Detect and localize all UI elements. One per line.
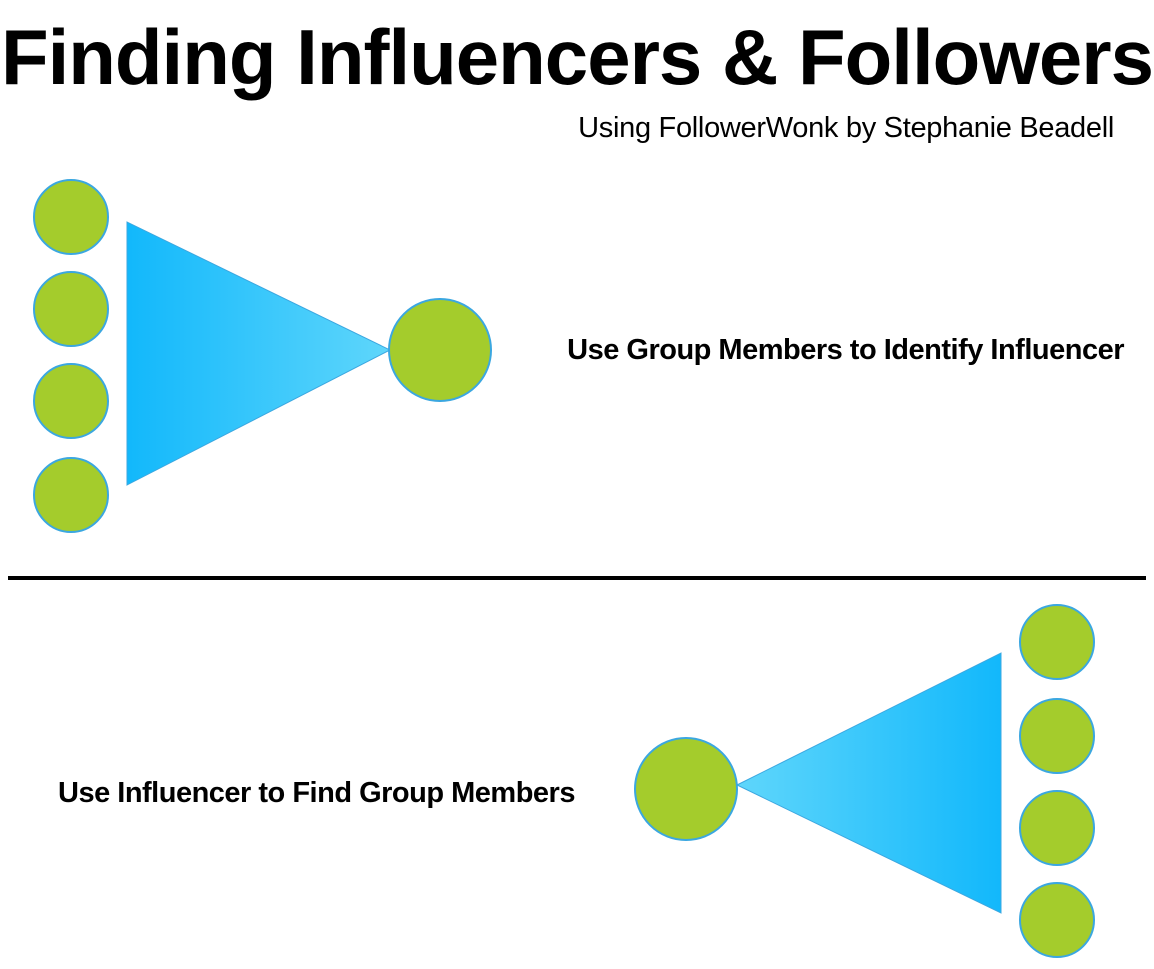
group-member-node — [33, 457, 109, 533]
page-subtitle: Using FollowerWonk by Stephanie Beadell — [578, 112, 1114, 144]
influencer-node — [388, 298, 492, 402]
group-member-node — [33, 179, 109, 255]
funnel-triangle — [735, 652, 1002, 914]
page-title: Finding Influencers & Followers — [0, 13, 1154, 101]
group-member-node — [1019, 604, 1095, 680]
bottom-diagram — [634, 604, 1095, 958]
bottom-section-label: Use Influencer to Find Group Members — [58, 777, 575, 809]
group-member-node — [1019, 698, 1095, 774]
group-member-node — [33, 363, 109, 439]
group-member-node — [1019, 882, 1095, 958]
funnel-triangle — [126, 221, 392, 486]
top-section-label: Use Group Members to Identify Influencer — [567, 334, 1124, 366]
group-member-node — [33, 271, 109, 347]
influencer-node — [634, 737, 738, 841]
top-diagram — [33, 179, 492, 533]
group-member-node — [1019, 790, 1095, 866]
